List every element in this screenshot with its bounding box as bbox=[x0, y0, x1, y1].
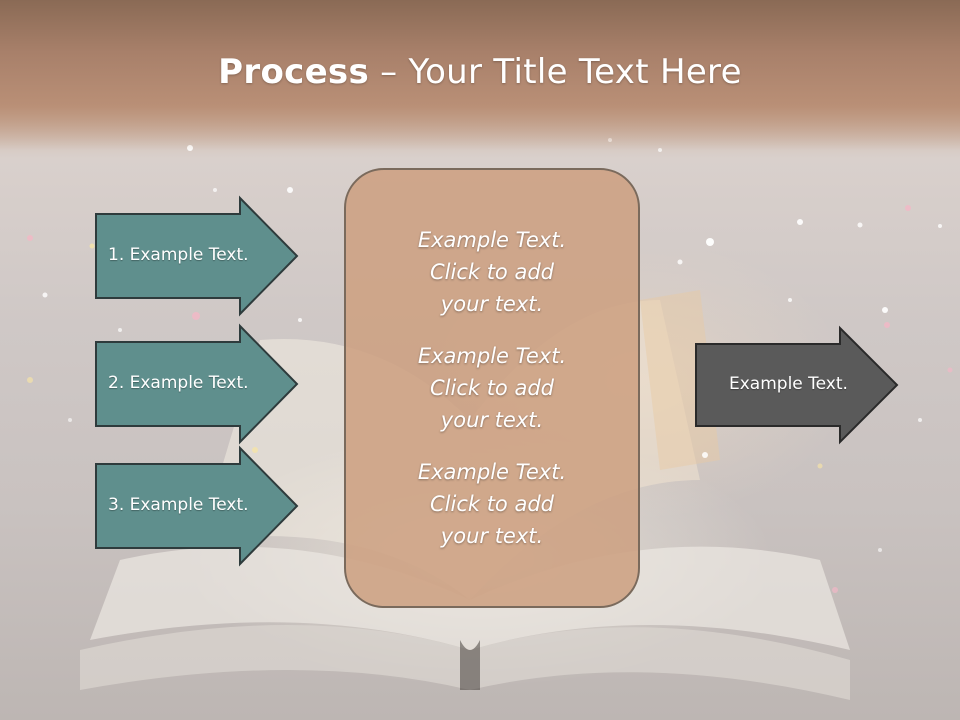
right-arrow-label: Example Text. bbox=[729, 374, 848, 394]
left-arrow-2-label: 2. Example Text. bbox=[108, 373, 249, 393]
title-band bbox=[0, 0, 960, 150]
left-arrow-3[interactable] bbox=[95, 445, 299, 567]
right-arrow[interactable] bbox=[695, 325, 899, 445]
left-arrow-3-label: 3. Example Text. bbox=[108, 495, 249, 515]
center-text-item-2: Example Text. Click to add your text. bbox=[417, 344, 567, 432]
center-text-item-3: Example Text. Click to add your text. bbox=[417, 460, 567, 548]
left-arrow-2[interactable] bbox=[95, 323, 299, 445]
slide-title[interactable]: Process – Your Title Text Here bbox=[0, 52, 960, 92]
center-text-item-1: Example Text. Click to add your text. bbox=[417, 228, 567, 316]
left-arrow-1[interactable] bbox=[95, 195, 299, 317]
center-text-box[interactable]: Example Text. Click to add your text. Ex… bbox=[344, 168, 640, 608]
title-bold-part: Process bbox=[218, 52, 370, 92]
title-rest-part: – Your Title Text Here bbox=[369, 52, 742, 92]
left-arrow-1-label: 1. Example Text. bbox=[108, 245, 249, 265]
